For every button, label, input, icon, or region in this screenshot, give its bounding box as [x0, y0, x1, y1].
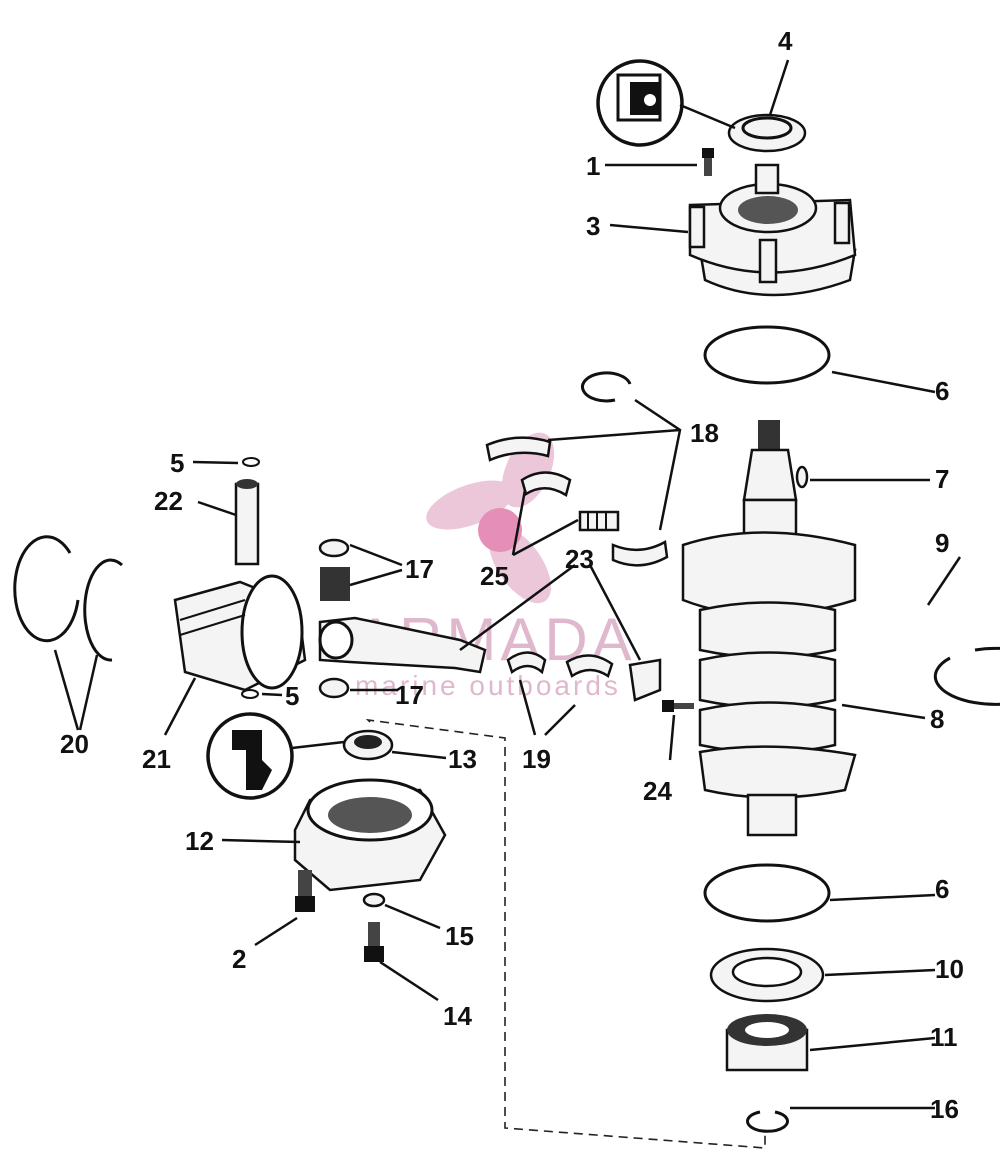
detail-circle-top: [596, 59, 736, 147]
label-part-6-upper: 6: [935, 376, 949, 406]
part-8-crankshaft: [681, 420, 857, 837]
part-7-key: [795, 465, 809, 489]
part-2-screw: [295, 870, 315, 912]
label-part-10: 10: [935, 954, 964, 984]
part-4-seal: [727, 113, 807, 153]
label-part-17-upper: 17: [405, 554, 434, 584]
part-25-needle-bearing: [520, 471, 620, 532]
label-part-11: 11: [930, 1022, 958, 1052]
part-24-bolt: [662, 700, 694, 712]
part-22-piston-pin: [234, 479, 260, 566]
label-part-12: 12: [185, 826, 214, 856]
part-12-lower-housing: [293, 778, 447, 892]
label-part-8: 8: [930, 704, 944, 734]
label-part-24: 24: [643, 776, 672, 806]
part-16-snap-ring: [746, 1110, 789, 1133]
label-part-4: 4: [778, 26, 793, 56]
label-part-18: 18: [690, 418, 719, 448]
part-23-connecting-rod: [318, 616, 662, 702]
label-part-23: 23: [565, 544, 594, 574]
label-part-9: 9: [935, 528, 949, 558]
part-21-piston: [173, 574, 307, 692]
label-part-3: 3: [586, 211, 600, 241]
part-10-thrust-washer: [709, 947, 825, 1003]
part-9-retaining-ring: [933, 646, 1000, 706]
assembly-dashed-line: [365, 718, 766, 1149]
label-part-5-upper: 5: [170, 448, 184, 478]
detail-circle-bottom: [206, 712, 345, 800]
label-part-17-lower: 17: [395, 680, 424, 710]
label-part-20: 20: [60, 729, 89, 759]
label-part-7: 7: [935, 464, 949, 494]
label-part-2: 2: [232, 944, 246, 974]
label-part-21: 21: [142, 744, 171, 774]
part-3-upper-housing: [688, 163, 857, 297]
label-part-1: 1: [586, 151, 600, 181]
leader-lines: [53, 59, 962, 1110]
label-part-15: 15: [445, 921, 474, 951]
label-part-19: 19: [522, 744, 551, 774]
label-part-22: 22: [154, 486, 183, 516]
part-1-screw: [702, 148, 714, 176]
part-14-screw: [364, 922, 384, 962]
part-20-piston-rings: [13, 535, 124, 662]
part-19-needle-cages: [506, 651, 614, 678]
part-18-bearing-retainer: [485, 371, 669, 567]
label-part-25: 25: [480, 561, 509, 591]
label-part-5-lower: 5: [285, 681, 299, 711]
part-15-washer: [362, 892, 386, 908]
part-11-ball-bearing: [725, 1014, 809, 1072]
part-13-seal: [342, 729, 394, 761]
part-5-clip-upper: [242, 457, 260, 467]
part-6-o-ring-upper: [703, 325, 831, 385]
part-5-clip-lower: [241, 689, 259, 699]
callout-labels: 4 1 3 6 18 7 9 5 22 17 25 23 17 5 8 20 2…: [60, 26, 964, 1124]
label-part-13: 13: [448, 744, 477, 774]
part-6-o-ring-lower: [703, 863, 831, 923]
part-17-bearings: [318, 538, 350, 699]
label-part-14: 14: [443, 1001, 472, 1031]
label-part-6-lower: 6: [935, 874, 949, 904]
label-part-16: 16: [930, 1094, 959, 1124]
